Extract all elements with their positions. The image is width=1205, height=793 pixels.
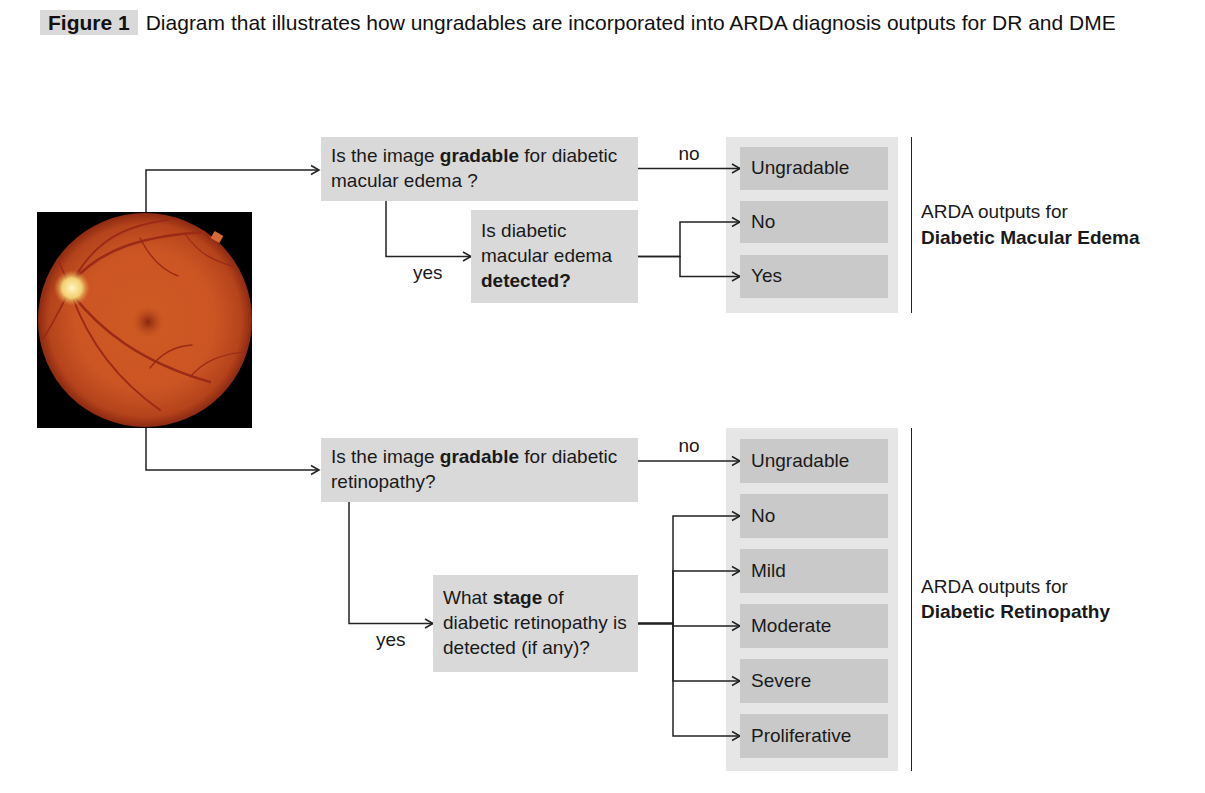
panel-heading-line: ARDA outputs for xyxy=(921,574,1196,600)
decision-box: Is the image gradable for diabetic retin… xyxy=(321,438,638,502)
connector-arrow xyxy=(386,201,471,257)
output-text: No xyxy=(751,210,877,235)
panel-heading: ARDA outputs forDiabetic Retinopathy xyxy=(921,574,1196,625)
panel-fill xyxy=(726,137,898,313)
vessel xyxy=(185,234,240,268)
vessel xyxy=(74,220,168,279)
vessel xyxy=(150,345,192,368)
output-box: Yes xyxy=(740,255,888,298)
divider-line xyxy=(911,137,912,313)
decision-box: What stage of diabetic retinopathy is de… xyxy=(433,575,638,672)
edge-label: no xyxy=(676,435,701,458)
panel-fills xyxy=(726,137,898,771)
optic-disc xyxy=(54,270,90,306)
output-box: Proliferative xyxy=(740,714,888,758)
decision-box: Is the image gradable for diabetic macul… xyxy=(321,137,638,201)
panel-heading: ARDA outputs forDiabetic Macular Edema xyxy=(921,199,1196,250)
divider-line xyxy=(911,428,912,771)
edge-label: no xyxy=(676,143,701,166)
decision-box: Is diabetic macular edema detected? xyxy=(471,210,638,303)
emphasis: gradable xyxy=(440,446,519,467)
question-text: Is the image gradable for diabetic retin… xyxy=(331,445,628,494)
connector-arrow xyxy=(638,222,740,257)
retina-photo xyxy=(37,212,252,428)
retinal-vessels xyxy=(42,220,245,410)
output-text: Mild xyxy=(751,559,877,584)
notch-mark xyxy=(211,231,224,243)
output-text: Ungradable xyxy=(751,449,877,474)
emphasis: detected? xyxy=(481,270,571,291)
figure-heading: Figure 1 Diagram that illustrates how ung… xyxy=(40,8,1180,38)
edge-label: yes xyxy=(374,629,408,652)
emphasis: gradable xyxy=(440,145,519,166)
figure-number: Figure 1 xyxy=(40,10,138,35)
output-text: Yes xyxy=(751,264,877,289)
output-panel: ARDA outputs forDiabetic Macular EdemaUn… xyxy=(726,137,898,313)
connector-arrow xyxy=(638,460,740,462)
output-box: Ungradable xyxy=(740,147,888,190)
panel-fill xyxy=(726,428,898,771)
fundus xyxy=(38,213,252,427)
output-text: Moderate xyxy=(751,614,877,639)
output-text: Ungradable xyxy=(751,156,877,181)
connector-arrow xyxy=(638,257,740,277)
output-box: Moderate xyxy=(740,604,888,648)
output-box: Ungradable xyxy=(740,439,888,483)
question-text: What stage of diabetic retinopathy is de… xyxy=(443,586,628,660)
macula xyxy=(132,306,164,338)
panel-heading-line: Diabetic Retinopathy xyxy=(921,600,1196,626)
connector-arrow xyxy=(638,571,740,624)
image-leader xyxy=(146,428,319,470)
output-box: Severe xyxy=(740,659,888,703)
panel-heading-line: Diabetic Macular Edema xyxy=(921,225,1196,251)
connector-arrow xyxy=(638,168,740,170)
edge-label: yes xyxy=(411,262,445,285)
panel-heading-line: ARDA outputs for xyxy=(921,199,1196,225)
output-text: Proliferative xyxy=(751,724,877,749)
connector-arrow xyxy=(638,516,740,624)
question-text: Is the image gradable for diabetic macul… xyxy=(331,144,628,193)
output-text: No xyxy=(751,504,877,529)
output-panel: ARDA outputs forDiabetic RetinopathyUngr… xyxy=(726,428,898,771)
connector-arrow xyxy=(638,624,740,737)
emphasis: stage xyxy=(493,587,543,608)
output-box: No xyxy=(740,201,888,243)
image-leader xyxy=(146,170,319,212)
connector-arrow xyxy=(349,502,433,624)
connector-arrow xyxy=(638,624,740,682)
vessel xyxy=(190,352,245,377)
output-box: No xyxy=(740,494,888,538)
vessel xyxy=(140,238,178,276)
output-box: Mild xyxy=(740,549,888,593)
vessel xyxy=(72,232,205,282)
question-text: Is diabetic macular edema detected? xyxy=(481,219,628,293)
photo-background xyxy=(37,212,252,428)
output-text: Severe xyxy=(751,669,877,694)
figure-title: Diagram that illustrates how ungradables… xyxy=(146,11,1116,34)
